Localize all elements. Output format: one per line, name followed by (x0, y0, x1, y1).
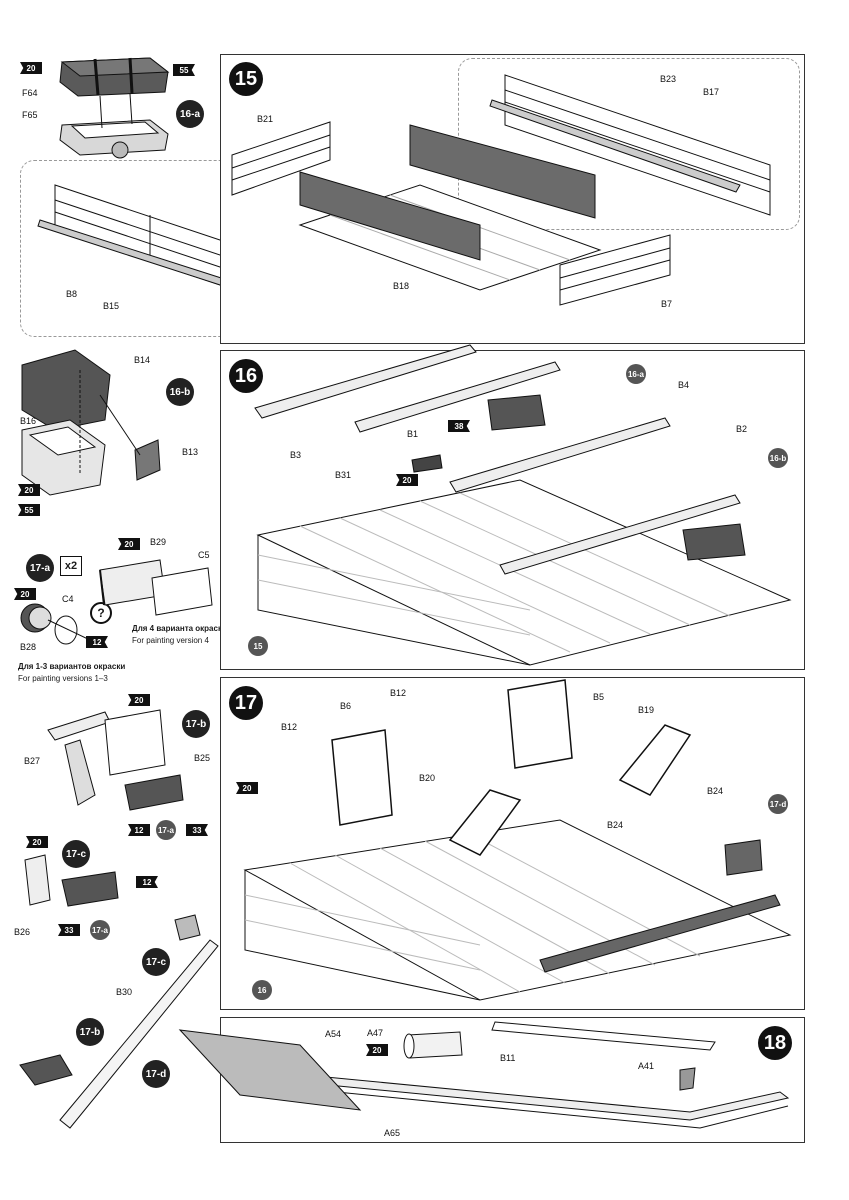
label-f64: F64 (22, 88, 38, 98)
ref-16b-badge: 16-b (768, 448, 788, 468)
label-b8: B8 (66, 289, 78, 299)
ref-17d-badge: 17-d (768, 794, 788, 814)
label-b21: B21 (257, 114, 274, 124)
label-b23: B23 (660, 74, 677, 84)
step-15-number: 15 (229, 62, 263, 96)
ref-step-15-badge: 15 (248, 636, 268, 656)
label-f65: F65 (22, 110, 38, 120)
paint-20-badge: 20 (236, 782, 258, 794)
step-18-number: 18 (758, 1026, 792, 1060)
paint-55-badge: 55 (173, 64, 195, 76)
paint-20-badge: 20 (20, 62, 42, 74)
label-b27: B27 (24, 756, 41, 766)
label-b17: B17 (703, 87, 720, 97)
subassembly-16b-badge: 16-b (166, 378, 194, 406)
label-a65: A65 (384, 1128, 401, 1138)
ref-step-16-badge: 16 (252, 980, 272, 1000)
label-a47: A47 (367, 1028, 384, 1038)
paint-33-badge: 33 (58, 924, 80, 936)
paint-20-badge: 20 (128, 694, 150, 706)
label-b18: B18 (393, 281, 410, 291)
subassembly-17b-badge: 17-b (182, 710, 210, 738)
label-b4: B4 (678, 380, 690, 390)
label-b28: B28 (20, 642, 37, 652)
label-b2: B2 (736, 424, 748, 434)
ref-17a-badge: 17-a (90, 920, 110, 940)
question-icon: ? (90, 602, 112, 624)
paint-12-badge: 12 (136, 876, 158, 888)
label-c4: C4 (62, 594, 74, 604)
ref-17a-badge: 17-a (156, 820, 176, 840)
step-18-panel (220, 1017, 805, 1143)
label-a54: A54 (325, 1029, 342, 1039)
step-17-number: 17 (229, 686, 263, 720)
label-b3: B3 (290, 450, 302, 460)
note-version-4-ru: Для 4 варианта окраски (132, 624, 227, 633)
paint-20-badge: 20 (18, 484, 40, 496)
paint-20-badge: 20 (396, 474, 418, 486)
label-c5: C5 (198, 550, 210, 560)
paint-12-badge: 12 (128, 824, 150, 836)
label-b13: B13 (182, 447, 199, 457)
label-b19: B19 (638, 705, 655, 715)
label-b26: B26 (14, 927, 31, 937)
subassembly-17d-badge: 17-d (142, 1060, 170, 1088)
label-a41: A41 (638, 1061, 655, 1071)
paint-33-badge: 33 (186, 824, 208, 836)
note-version-4-en: For painting version 4 (132, 636, 209, 645)
paint-12-badge: 12 (86, 636, 108, 648)
paint-20-badge: 20 (14, 588, 36, 600)
label-b6: B6 (340, 701, 352, 711)
paint-55-badge: 55 (18, 504, 40, 516)
step-16-number: 16 (229, 359, 263, 393)
paint-20-badge: 20 (366, 1044, 388, 1056)
subassembly-17a-badge: 17-a (26, 554, 54, 582)
label-b24-center: B24 (607, 820, 624, 830)
subassembly-17c-badge: 17-c (62, 840, 90, 868)
label-b30: B30 (116, 987, 133, 997)
label-b31: B31 (335, 470, 352, 480)
subassembly-17c-ref-badge: 17-c (142, 948, 170, 976)
label-b29: B29 (150, 537, 167, 547)
label-b20: B20 (419, 773, 436, 783)
note-versions-1-3-ru: Для 1-3 вариантов окраски (18, 662, 126, 671)
subassembly-17b-ref-badge: 17-b (76, 1018, 104, 1046)
subassembly-16a-badge: 16-a (176, 100, 204, 128)
label-b1: B1 (407, 429, 419, 439)
label-b14: B14 (134, 355, 151, 365)
label-b11: B11 (500, 1053, 516, 1063)
paint-20-badge: 20 (118, 538, 140, 550)
label-b16: B16 (20, 416, 37, 426)
label-b15: B15 (103, 301, 120, 311)
label-b12-top: B12 (390, 688, 407, 698)
ref-16a-badge: 16-a (626, 364, 646, 384)
label-b7: B7 (661, 299, 673, 309)
label-b25: B25 (194, 753, 211, 763)
label-b12-left: B12 (281, 722, 298, 732)
label-b5: B5 (593, 692, 605, 702)
label-b24-right: B24 (707, 786, 724, 796)
note-versions-1-3-en: For painting versions 1–3 (18, 674, 108, 683)
multiplier-badge: x2 (60, 556, 82, 576)
paint-20-badge: 20 (26, 836, 48, 848)
paint-38-badge: 38 (448, 420, 470, 432)
